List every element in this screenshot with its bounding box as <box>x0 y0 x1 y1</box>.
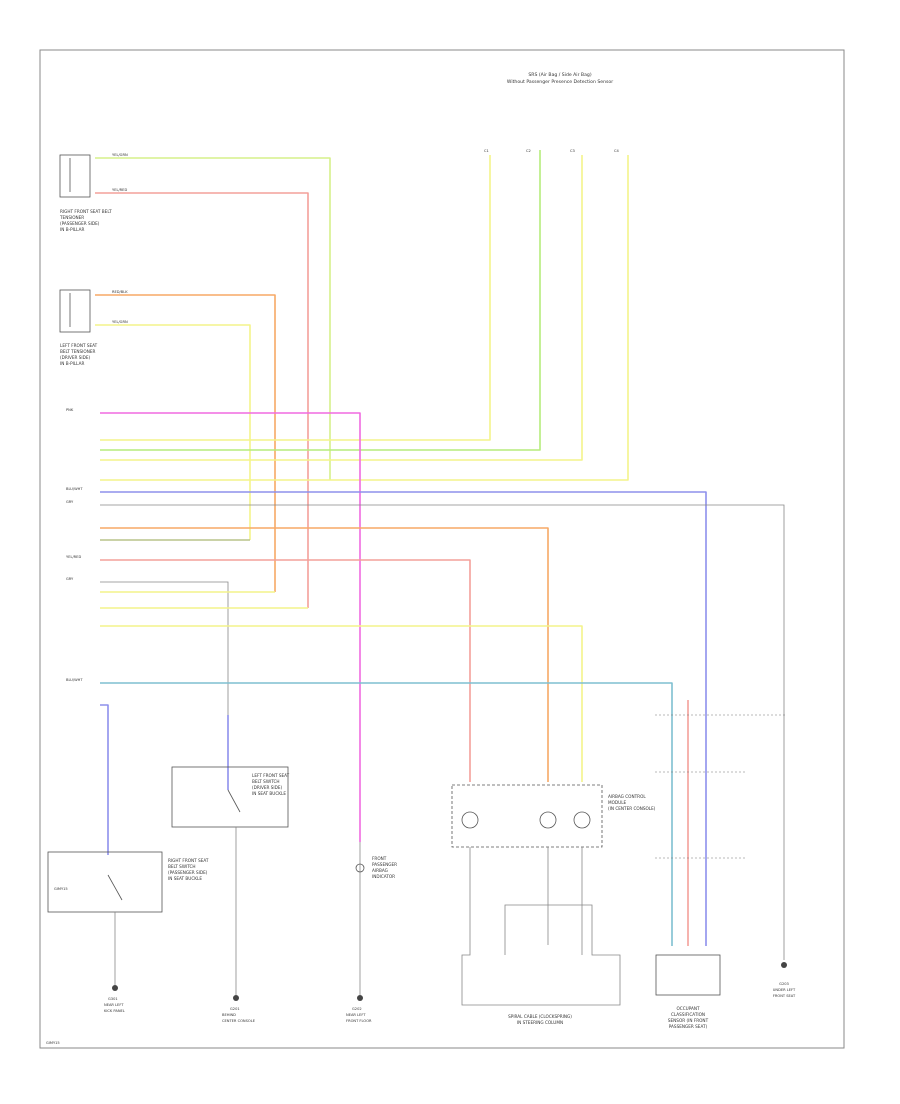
wire-tag-6: BLU/WHT <box>66 487 83 491</box>
lf-switch-label-4: IN SEAT BUCKLE <box>252 791 286 796</box>
ground-g4-label-1: G203 <box>779 982 789 986</box>
ground-g1-label-1: G301 <box>108 997 118 1001</box>
switch-contact <box>107 874 123 901</box>
squib-icon <box>539 811 557 829</box>
spiral-cable-loop <box>461 847 621 1006</box>
ground-g4-label-2: UNDER LEFT <box>773 988 796 992</box>
wire-blue-2 <box>100 704 109 855</box>
ground-g4-label-3: FRONT SEAT <box>773 994 796 998</box>
ground-g3-label-1: G202 <box>352 1007 362 1011</box>
left-belt-tensioner-box <box>59 289 91 333</box>
wire-teal-1 <box>100 682 673 946</box>
wire-tag-2: YEL/RED <box>112 188 127 192</box>
ground-icon <box>233 995 239 1001</box>
ground-g1-label-2: NEAR LEFT <box>104 1003 124 1007</box>
spiral-cable-label-2: IN STEERING COLUMN <box>517 1020 563 1025</box>
wire-tag-9: GRY <box>66 577 74 581</box>
airbag-module-label-3: (IN CENTER CONSOLE) <box>608 806 656 811</box>
diagram-frame <box>39 49 845 1049</box>
connector-tag-1: C1 <box>484 149 489 153</box>
occupant-sensor-label-1: OCCUPANT <box>676 1006 699 1011</box>
connector-tag-2: C2 <box>526 149 531 153</box>
right-belt-tensioner-label-2: TENSIONER <box>59 215 84 220</box>
wire-yellow-green-1 <box>95 157 331 480</box>
lf-switch-label-1: LEFT FRONT SEAT <box>252 773 290 778</box>
wire-gray-2 <box>100 581 229 790</box>
wire-salmon-1 <box>95 192 309 608</box>
wire-yellow-1 <box>95 324 251 540</box>
rf-switch-label-1: RIGHT FRONT SEAT <box>168 858 209 863</box>
wire-yellow-drop-4 <box>100 155 629 481</box>
right-belt-tensioner-label-3: (PASSENGER SIDE) <box>60 221 100 226</box>
wire-blue-1 <box>100 491 707 946</box>
right-belt-tensioner-box <box>59 154 91 198</box>
connector-tag-4: C4 <box>614 149 620 153</box>
right-belt-tensioner-label-1: RIGHT FRONT SEAT BELT <box>60 209 112 214</box>
passenger-indicator-label-4: INDICATOR <box>372 874 395 879</box>
wire-tag-10: BLU/WHT <box>66 678 83 682</box>
airbag-module-label-1: AIRBAG CONTROL <box>608 794 646 799</box>
wire-tag-5: PNK <box>66 408 74 412</box>
connector-tag-3: C3 <box>570 149 575 153</box>
rf-switch-label-4: IN SEAT BUCKLE <box>168 876 202 881</box>
rf-switch-label-3: (PASSENGER SIDE) <box>168 870 208 875</box>
spiral-cable-label-1: SPIRAL CABLE (CLOCKSPRING) <box>508 1014 572 1019</box>
occupant-sensor-label-4: PASSENGER SEAT) <box>669 1024 708 1029</box>
ground-icon <box>112 985 118 991</box>
wire-yellow-drop-3 <box>100 155 583 461</box>
rf-switch-sublabel: GIMY15 <box>54 887 68 891</box>
wire-yellow-drop-1 <box>100 155 491 441</box>
passenger-indicator-label-3: AIRBAG <box>372 868 388 873</box>
wire-gray-1 <box>100 504 785 960</box>
lf-switch-label-3: (DRIVER SIDE) <box>252 785 283 790</box>
occupant-sensor-label-2: CLASSIFICATION <box>671 1012 705 1017</box>
squib-icon <box>461 811 479 829</box>
wire-orange-2 <box>100 527 549 782</box>
squib-icon <box>573 811 591 829</box>
occupant-sensor-label-3: SENSOR (IN FRONT <box>668 1018 709 1023</box>
occupant-sensor-box <box>655 954 721 996</box>
ground-g3-label-2: NEAR LEFT <box>346 1013 366 1017</box>
diagram-header-line1: SRS (Air Bag / Side Air Bag) <box>528 72 591 78</box>
left-belt-tensioner-label-4: IN B-PILLAR <box>60 361 84 366</box>
left-belt-tensioner-label-3: (DRIVER SIDE) <box>60 355 91 360</box>
airbag-module-box <box>451 784 603 848</box>
left-belt-tensioner-label-2: BELT TENSIONER <box>60 349 95 354</box>
left-belt-tensioner-label-1: LEFT FRONT SEAT <box>60 343 98 348</box>
ground-g2-label-2: BEHIND <box>222 1013 236 1017</box>
wire-salmon-2 <box>100 559 471 782</box>
diagram-header-line2: Without Passenger Presence Detection Sen… <box>507 79 613 85</box>
switch-contact <box>227 789 241 813</box>
wire-tag-1: YEL/GRN <box>112 153 128 157</box>
wire-magenta-1 <box>100 412 361 842</box>
page-ref: GIMY15 <box>46 1041 60 1045</box>
passenger-indicator-label-1: FRONT <box>372 856 387 861</box>
ground-g2-label-1: G201 <box>230 1007 240 1011</box>
rf-switch-box <box>47 851 163 913</box>
airbag-module-label-2: MODULE <box>608 800 627 805</box>
lf-switch-label-2: BELT SWITCH <box>252 779 280 784</box>
ground-g3-label-3: FRONT FLOOR <box>346 1019 372 1023</box>
passenger-indicator-label-2: PASSENGER <box>372 862 397 867</box>
ground-icon <box>357 995 363 1001</box>
ground-g2-label-3: CENTER CONSOLE <box>222 1019 256 1023</box>
wire-orange-1 <box>95 294 276 592</box>
wire-tag-8: YEL/RED <box>66 555 81 559</box>
rf-switch-label-2: BELT SWITCH <box>168 864 196 869</box>
wire-yellow-4 <box>100 625 583 782</box>
wire-tag-4: YEL/GRN <box>112 320 128 324</box>
ground-icon <box>781 962 787 968</box>
wire-tag-3: RED/BLK <box>112 290 128 294</box>
lf-switch-box <box>171 766 289 828</box>
wire-green-drop-2 <box>100 150 541 451</box>
ground-g1-label-3: KICK PANEL <box>104 1009 125 1013</box>
wire-tag-7: GRY <box>66 500 74 504</box>
right-belt-tensioner-label-4: IN B-PILLAR <box>60 227 84 232</box>
indicator-lamp-icon <box>355 863 365 873</box>
